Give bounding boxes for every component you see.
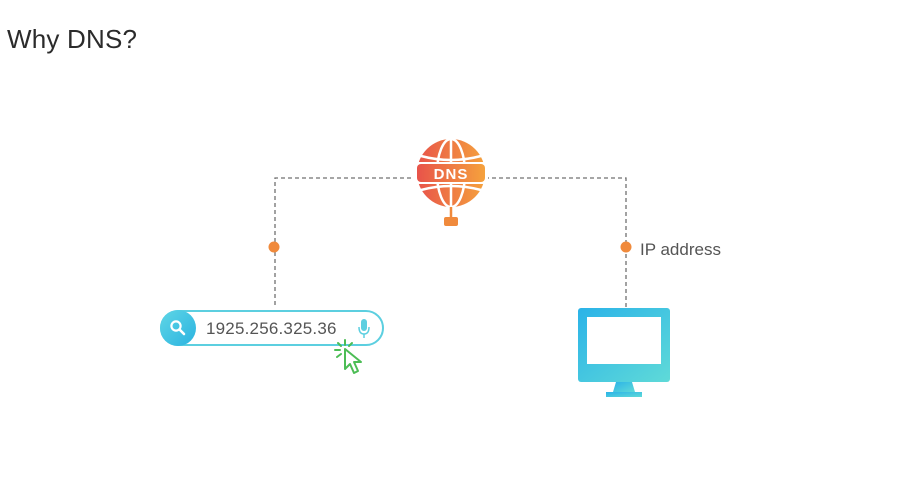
ip-address-label: IP address xyxy=(640,240,721,259)
globe-network-icon: DNS xyxy=(405,137,497,234)
search-input[interactable]: 1925.256.325.36 xyxy=(206,319,337,338)
monitor-icon xyxy=(578,308,672,405)
microphone-icon[interactable] xyxy=(358,319,370,344)
search-bar[interactable]: 1925.256.325.36 xyxy=(160,310,384,346)
request-dot xyxy=(268,241,280,253)
left-connector xyxy=(274,177,418,305)
right-connector xyxy=(485,177,627,310)
dns-label: DNS xyxy=(434,166,469,183)
cursor-click-icon xyxy=(334,338,370,383)
page-title: Why DNS? xyxy=(7,24,138,54)
response-dot xyxy=(620,241,632,253)
search-icon[interactable] xyxy=(160,310,196,346)
